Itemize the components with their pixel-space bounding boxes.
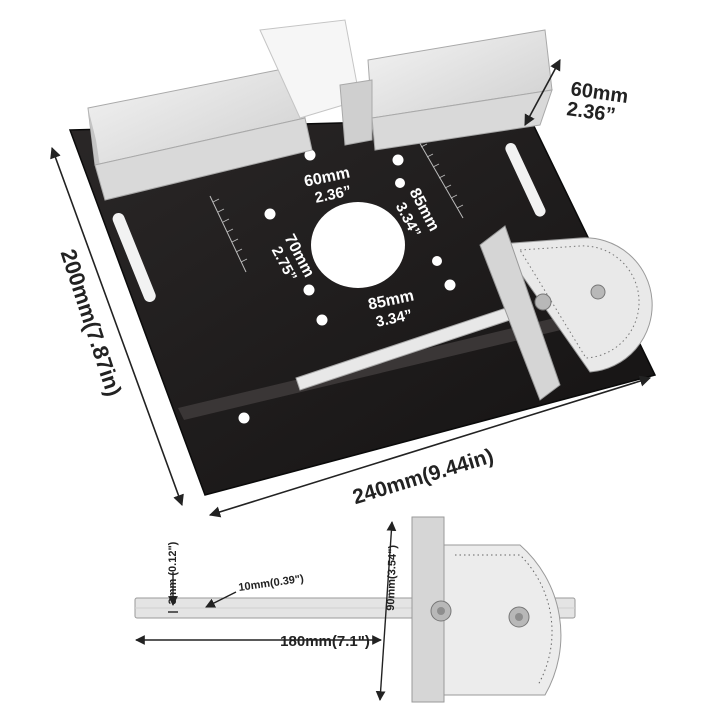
- gauge-bar-length: 180mm(7.1"): [280, 633, 370, 650]
- ruler-ticks-right: [420, 143, 464, 209]
- miter-gauge-mounted: [295, 225, 653, 401]
- gauge-bar-thickness: 3mm (0.12"): [167, 541, 179, 604]
- gauge-head-height: 90mm(3.54"): [385, 544, 399, 610]
- gauge-bar-width: 10mm(0.39"): [238, 573, 305, 594]
- plate-dimension-lines: [50, 59, 652, 518]
- plate-width-label: 240mm(9.44in): [350, 444, 496, 509]
- ruler-ticks-left: [212, 198, 248, 263]
- miter-gauge-detail: [134, 516, 576, 703]
- gauge-dimension-lines: [135, 521, 397, 701]
